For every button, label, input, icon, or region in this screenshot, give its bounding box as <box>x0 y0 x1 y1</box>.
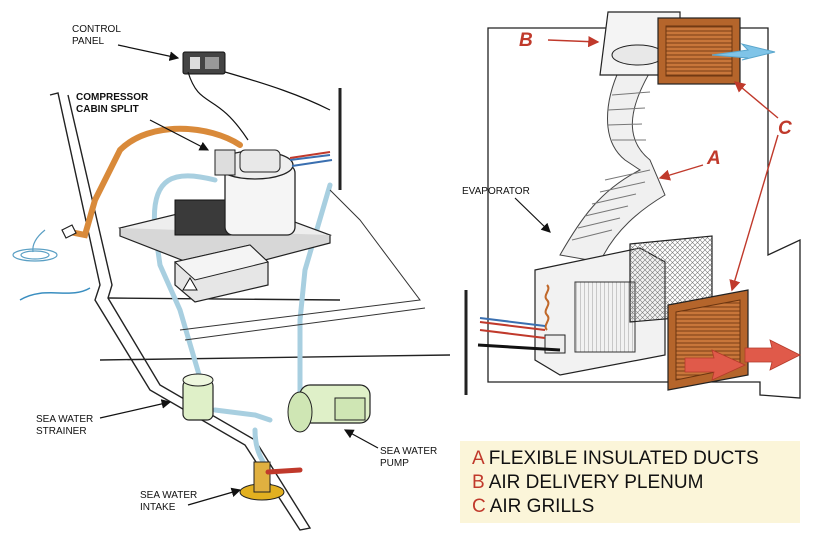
control-panel-unit <box>182 51 331 141</box>
electrical-box <box>173 244 270 303</box>
legend-text-c: AIR GRILLS <box>489 496 595 517</box>
compressor-label-line1: COMPRESSOR <box>76 92 149 103</box>
control-panel-label-line2: PANEL <box>72 36 105 47</box>
legend-text-a: FLEXIBLE INSULATED DUCTS <box>488 448 759 469</box>
compressor-label-line2: CABIN SPLIT <box>76 104 139 115</box>
legend-key-c: C <box>472 496 486 517</box>
callout-arrows <box>547 36 779 292</box>
strainer-label-line2: STRAINER <box>36 426 87 437</box>
control-panel-label-line1: CONTROL <box>72 24 121 35</box>
callout-c: C <box>778 118 792 139</box>
intake-label-line2: INTAKE <box>140 502 176 513</box>
strainer-unit <box>182 373 214 421</box>
cabin-wall <box>338 27 801 399</box>
copper-pipe <box>67 125 243 239</box>
intake-unit <box>239 461 303 501</box>
upper-grill <box>657 17 776 85</box>
flexible-ducts <box>559 67 666 263</box>
pump-unit <box>287 384 371 433</box>
pump-label: SEA WATER PUMP <box>380 446 437 470</box>
legend-key-b: B <box>472 472 485 493</box>
control-panel-label: CONTROL PANEL <box>72 24 121 48</box>
strainer-label-line1: SEA WATER <box>36 414 94 425</box>
intake-label-line1: SEA WATER <box>140 490 198 501</box>
strainer-label: SEA WATER STRAINER <box>36 414 93 438</box>
water-discharge <box>12 224 91 301</box>
legend-key-a: A <box>472 448 485 469</box>
callout-b: B <box>519 30 533 51</box>
pump-label-line1: SEA WATER <box>380 446 438 457</box>
compressor-label: COMPRESSOR CABIN SPLIT <box>76 92 148 116</box>
compressor-unit <box>214 149 333 236</box>
callout-a: A <box>707 148 721 169</box>
evaporator-label: EVAPORATOR <box>462 186 530 197</box>
pump-label-line2: PUMP <box>380 458 409 469</box>
legend-text-b: AIR DELIVERY PLENUM <box>488 472 704 493</box>
intake-label: SEA WATER INTAKE <box>140 490 197 514</box>
leader-lines <box>99 44 551 506</box>
return-air-arrows <box>684 339 801 381</box>
lower-grill <box>667 289 749 391</box>
evaporator-unit <box>477 235 713 376</box>
pipe-outlines <box>179 189 426 341</box>
